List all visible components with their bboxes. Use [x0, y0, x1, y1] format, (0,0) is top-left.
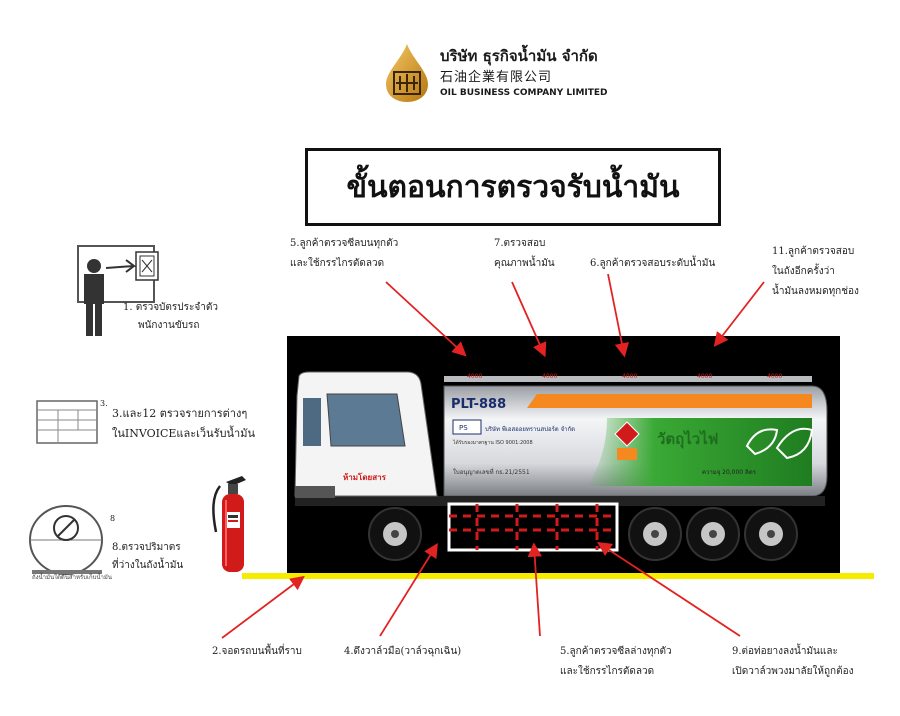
step-1-line-1: 1. ตรวจบัตรประจำตัว: [123, 302, 218, 313]
step-8-line-2: ที่ว่างในถังน้ำมัน: [112, 560, 184, 571]
step-7-line-1: 7.ตรวจสอบ: [494, 238, 546, 249]
step-5-bottom-line-1: 5.ลูกค้าตรวจซีลล่างทุกตัว: [560, 646, 672, 657]
company-name-english: OIL BUSINESS COMPANY LIMITED: [440, 88, 608, 98]
hazard-text: วัตถุไวไฟ: [657, 429, 718, 449]
tank-iso-text: ได้รับรองมาตรฐาน ISO 9001:2008: [452, 439, 533, 446]
tank-capacity-text: ความจุ 20,000 ลิตร: [702, 469, 757, 476]
arrow-step-11: [713, 281, 765, 347]
compartment-label: 4000: [542, 373, 557, 380]
step-11-line-3: น้ำมันลงหมดทุกช่อง: [772, 286, 859, 297]
step-7-line-2: คุณภาพน้ำมัน: [494, 258, 555, 269]
wheel-icon: [368, 507, 422, 561]
tank-plate-number: PLT-888: [451, 397, 506, 412]
diagram-title: ขั้นตอนการตรวจรับน้ำมัน: [346, 169, 680, 205]
underground-tank-icon: [29, 505, 103, 575]
wheel-icon: [686, 507, 740, 561]
diagram-title-box: ขั้นตอนการตรวจรับน้ำมัน: [305, 148, 721, 226]
step-9-line-2: เปิดวาล์วพวงมาลัยให้ถูกต้อง: [732, 666, 854, 677]
step-4: 4.ดึงวาล์วมือ(วาล์วฉุกเฉิน): [344, 646, 462, 657]
invoice-form-icon: [36, 400, 98, 444]
ground-line: [242, 573, 874, 579]
step-3-line-1: 3.และ12 ตรวจรายการต่างๆ: [112, 407, 248, 420]
cab-text: ห้ามโดยสาร: [343, 472, 387, 482]
oil-tanker-truck: PLT-888 PS บริษัท พีเอสออยทรานสปอร์ต จำก…: [294, 371, 828, 561]
compartment-label: 4000: [767, 373, 782, 380]
tank-company-text: บริษัท พีเอสออยทรานสปอร์ต จำกัด: [485, 425, 575, 433]
company-name-thai: บริษัท ธุรกิจน้ำมัน จำกัด: [440, 47, 598, 65]
oil-drop-logo-icon: [386, 44, 428, 102]
step-11-line-1: 11.ลูกค้าตรวจสอบ: [772, 246, 855, 257]
tank-caption: ถังน้ำมันใต้ดินสำหรับเก็บน้ำมัน: [32, 574, 112, 581]
step-5-bottom-line-2: และใช้กรรไกรตัดลวด: [560, 666, 655, 677]
fire-extinguisher-icon: [212, 476, 246, 572]
compartment-label: 4000: [622, 373, 637, 380]
compartment-label: 4000: [467, 373, 482, 380]
leaf-icon: [745, 428, 779, 456]
step-2: 2.จอดรถบนพื้นที่ราบ: [212, 646, 302, 657]
cab-window: [326, 393, 406, 447]
compartment-label: 4000: [697, 373, 712, 380]
step-8-line-1: 8.ตรวจปริมาตร: [112, 542, 181, 553]
wheel-icon: [744, 507, 798, 561]
step-8-small-number: 8: [110, 514, 116, 523]
step-6: 6.ลูกค้าตรวจสอบระดับน้ำมัน: [590, 258, 716, 269]
step-5-top-line-2: และใช้กรรไกรตัดลวด: [290, 258, 385, 269]
step-11-line-2: ในถังอีกครั้งว่า: [772, 266, 835, 277]
step-3-small-number: 3.: [100, 399, 108, 408]
step-9-line-1: 9.ต่อท่อยางลงน้ำมันและ: [732, 646, 838, 657]
tank-permit-text: ใบอนุญาตเลขที่ กธ.21/2551: [453, 468, 530, 476]
step-3-line-2: ในINVOICEและเว็นรับน้ำมัน: [112, 427, 255, 440]
wheel-icon: [628, 507, 682, 561]
step-1-line-2: พนักงานขับรถ: [138, 320, 200, 331]
company-name-chinese: 石油企業有限公司: [440, 70, 553, 85]
arrow-step-2: [221, 575, 305, 639]
step-5-top-line-1: 5.ลูกค้าตรวจซีลบนทุกตัว: [290, 238, 399, 249]
leaf-icon: [775, 427, 814, 460]
svg-text:PS: PS: [459, 424, 468, 432]
driver-id-check-icon: [77, 245, 159, 336]
